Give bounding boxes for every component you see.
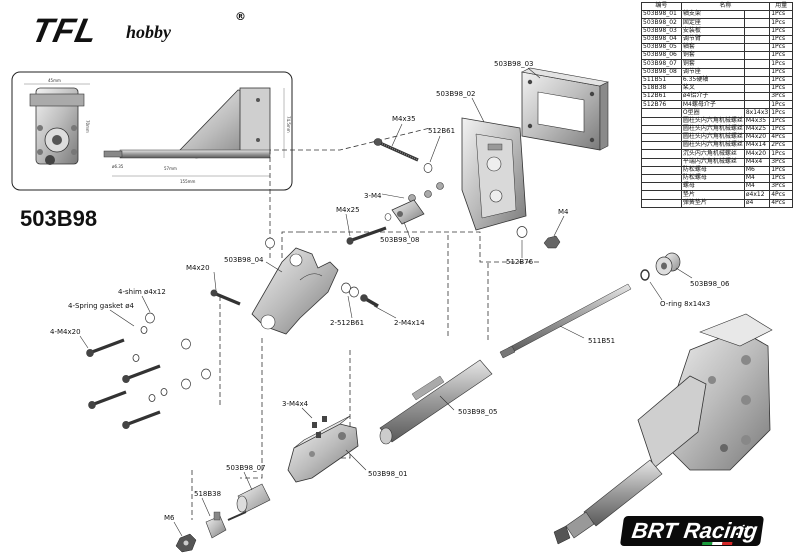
label-2-512B61: 2-512B61 [330,319,364,327]
label-3-m4x4: 3-M4x4 [282,400,309,408]
inset-side-view [103,87,285,177]
washer-512b61-upper [423,163,433,173]
callout-labels: 503B98_03 503B98_02 M4x35 512B61 3-M4 M4… [50,60,730,522]
label-512B61: 512B61 [428,127,455,135]
label-511B51: 511B51 [588,337,615,345]
label-m4x25: M4x25 [336,206,360,214]
label-503B98-03: 503B98_03 [494,60,533,68]
screw-m4x20-arm [210,289,241,306]
watermark-brt: BRT [630,518,679,543]
screws-4-m4x20 [86,338,161,429]
label-m6: M6 [164,514,175,522]
registered-mark: ® [235,10,246,23]
part-503B98-05-shaft-sleeve [379,359,493,445]
part-503B98-06-bushing [655,252,681,276]
leader-lines [79,67,693,537]
o-ring [640,269,650,281]
watermark-it: .it [735,522,750,538]
label-2-m4x14: 2-M4x14 [394,319,425,327]
label-4-shim: 4-shim ø4x12 [118,288,166,296]
brand-logo: TFL hobby ® [22,10,252,50]
label-512B76: 512B76 [506,258,534,266]
label-m4x35: M4x35 [392,115,416,123]
part-503B98-07-bushing [236,483,271,513]
label-4-spring-gasket: 4-Spring gasket ø4 [68,302,135,310]
model-number: 503B98 [20,206,98,231]
part-503B98-03-mounting-plate [521,67,609,151]
part-503B98-08-adjust-seat [391,199,425,225]
flag-stripe-red [722,542,733,545]
label-m4: M4 [558,208,569,216]
label-4-m4x20: 4-M4x20 [50,328,81,336]
washer-small [384,213,392,221]
watermark-flag [702,542,733,545]
bom-cell-spec: ø4 [743,198,771,208]
label-o-ring: O-ring 8x14x3 [660,300,710,308]
nut-m4-512b76 [516,226,561,249]
assembled-view [553,313,773,545]
part-503B98-01-shaft-bracket [287,415,359,483]
dim-shaft: ø6.35 [112,164,124,169]
bom-cell-qty: 4Pcs [769,198,793,208]
set-screws-3-m4x4 [312,416,327,438]
screw-m4x35 [373,138,419,162]
part-503B98-04-adjust-arm [251,247,339,335]
flag-stripe-green [702,542,713,545]
screw-m4x25 [346,226,387,245]
label-503B98-01: 503B98_01 [368,470,407,478]
assembly-guides [191,127,540,520]
part-518B38-prop-drive [205,511,247,539]
inset-front-view [24,83,90,165]
spring-gaskets [132,326,168,402]
washers-2-512b61 [341,282,359,298]
inset-drawing: 45mm 70mm 74.5mm 57mm ø6.35 155mm [11,71,293,191]
label-503B98-04: 503B98_04 [224,256,264,264]
screw-2-m4x14 [360,294,379,308]
label-503B98-02: 503B98_02 [436,90,475,98]
dim-length: 155mm [180,179,196,184]
brand-sub: hobby [126,22,171,42]
shims [145,312,211,390]
label-518B38: 518B38 [194,490,221,498]
part-511B51-flex-shaft [499,283,632,359]
dim-side-height: 74.5mm [286,116,291,133]
label-503B98-08: 503B98_08 [380,236,419,244]
washer-upper-left [265,237,275,249]
label-m4x20: M4x20 [186,264,210,272]
dim-height: 70mm [85,120,90,133]
label-503B98-07: 503B98_07 [226,464,265,472]
label-503B98-05: 503B98_05 [458,408,497,416]
watermark-badge: BRT Racing .it [619,516,765,546]
part-503B98-02-fixing-seat [461,117,527,231]
nuts-3-m4 [408,182,444,202]
dim-mid: 57mm [164,166,177,171]
label-503B98-06: 503B98_06 [690,280,730,288]
nut-m6 [175,533,197,553]
label-3-m4: 3-M4 [364,192,382,200]
flag-stripe-white [712,542,723,545]
dim-width: 45mm [48,78,61,83]
